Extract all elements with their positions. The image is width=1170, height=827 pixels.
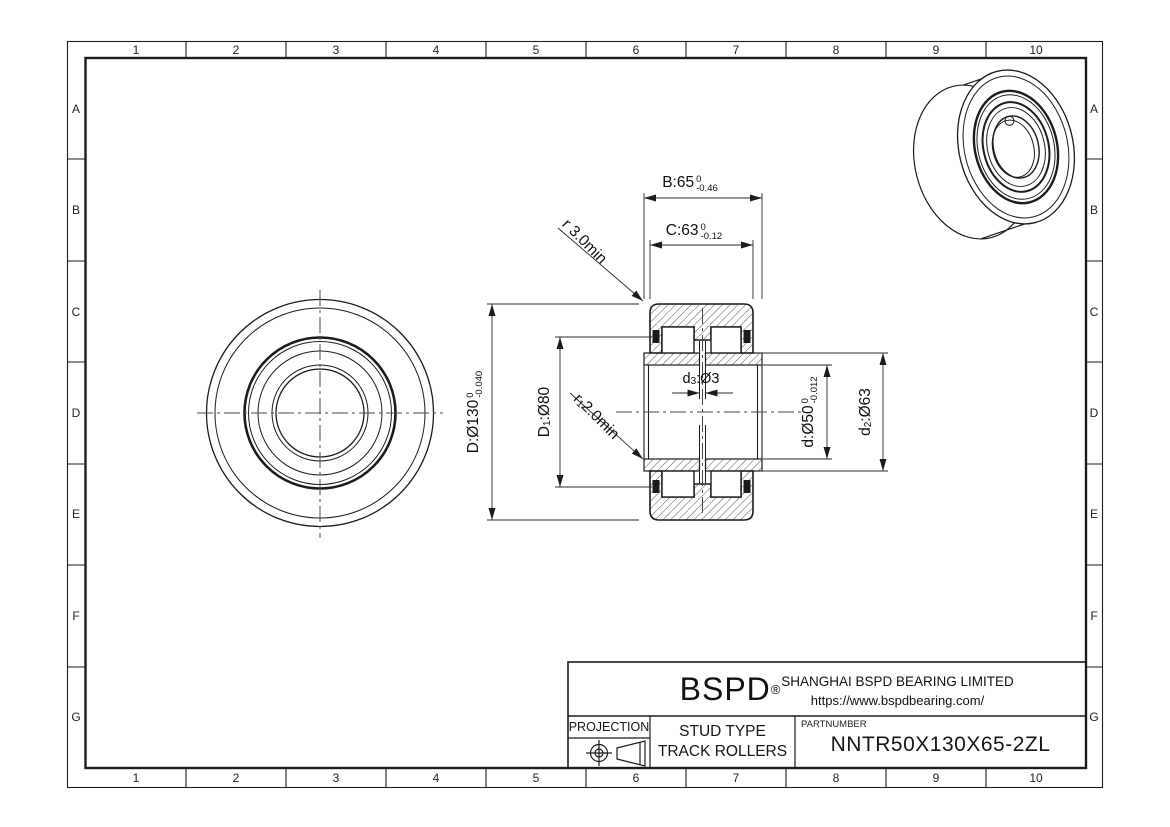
projection-symbol	[586, 740, 646, 767]
grid-row-label: C	[1089, 304, 1099, 319]
lube-hole	[699, 341, 706, 483]
grid-row-label: D	[1089, 405, 1099, 420]
grid-col-label: 7	[732, 770, 740, 785]
front-view	[197, 290, 443, 538]
front-view-centerlines	[197, 290, 443, 538]
section-centerlines	[616, 308, 802, 516]
grid-ruler-top: 1 2 3 4 5 6 7 8 9 10	[86, 41, 1086, 58]
grid-row-label: F	[1090, 608, 1098, 623]
product-type: STUD TYPE TRACK ROLLERS	[657, 723, 788, 760]
grid-col-label: 6	[632, 770, 640, 785]
title-block-lines	[567, 661, 1087, 769]
grid-col-label: 9	[932, 42, 940, 57]
grid-col-label: 4	[432, 770, 440, 785]
grid-col-label: 8	[832, 770, 840, 785]
grid-row-label: E	[1089, 507, 1098, 522]
company-info: SHANGHAI BSPD BEARING LIMITED https://ww…	[775, 670, 1020, 712]
partnumber-label: PARTNUMBER	[801, 719, 867, 730]
grid-row-label: B	[1089, 203, 1098, 218]
grid-row-label: B	[71, 203, 80, 218]
grid-col-label: 2	[232, 42, 240, 57]
dimension-lines	[487, 193, 888, 521]
grid-col-label: 2	[232, 770, 240, 785]
seal-marks	[652, 330, 751, 493]
grid-col-label: 7	[732, 42, 740, 57]
grid-col-label: 1	[132, 42, 140, 57]
company-name: SHANGHAI BSPD BEARING LIMITED	[781, 674, 1014, 689]
company-website[interactable]: https://www.bspdbearing.com/	[810, 693, 985, 708]
registered-mark: ®	[770, 681, 781, 697]
grid-row-label: A	[1089, 101, 1098, 116]
grid-row-label: D	[71, 405, 81, 420]
grid-col-label: 3	[332, 770, 340, 785]
grid-row-label: E	[71, 507, 80, 522]
grid-row-label: F	[72, 608, 80, 623]
grid-row-label: G	[1089, 710, 1099, 725]
grid-col-label: 1	[132, 770, 140, 785]
grid-ruler-right: A B C D E F G	[1086, 58, 1102, 768]
grid-col-label: 3	[332, 42, 340, 57]
grid-row-label: G	[71, 710, 81, 725]
grid-col-label: 9	[932, 770, 940, 785]
grid-row-label: A	[71, 101, 80, 116]
grid-col-label: 5	[532, 770, 540, 785]
section-view	[616, 303, 802, 521]
grid-ruler-bottom: 1 2 3 4 5 6 7 8 9 10	[86, 768, 1086, 787]
grid-col-label: 10	[1029, 770, 1043, 785]
company-logo: BSPD®	[679, 670, 781, 707]
grid-col-label: 5	[532, 42, 540, 57]
grid-col-label: 4	[432, 42, 440, 57]
partnumber-value: NNTR50X130X65-2ZL	[830, 733, 1051, 756]
grid-ruler-left: A B C D E F G	[67, 58, 85, 768]
grid-col-label: 10	[1029, 42, 1043, 57]
iso-view	[912, 69, 1076, 240]
projection-label: PROJECTION	[568, 720, 650, 734]
grid-col-label: 8	[832, 42, 840, 57]
grid-col-label: 6	[632, 42, 640, 57]
grid-row-label: C	[71, 304, 81, 319]
